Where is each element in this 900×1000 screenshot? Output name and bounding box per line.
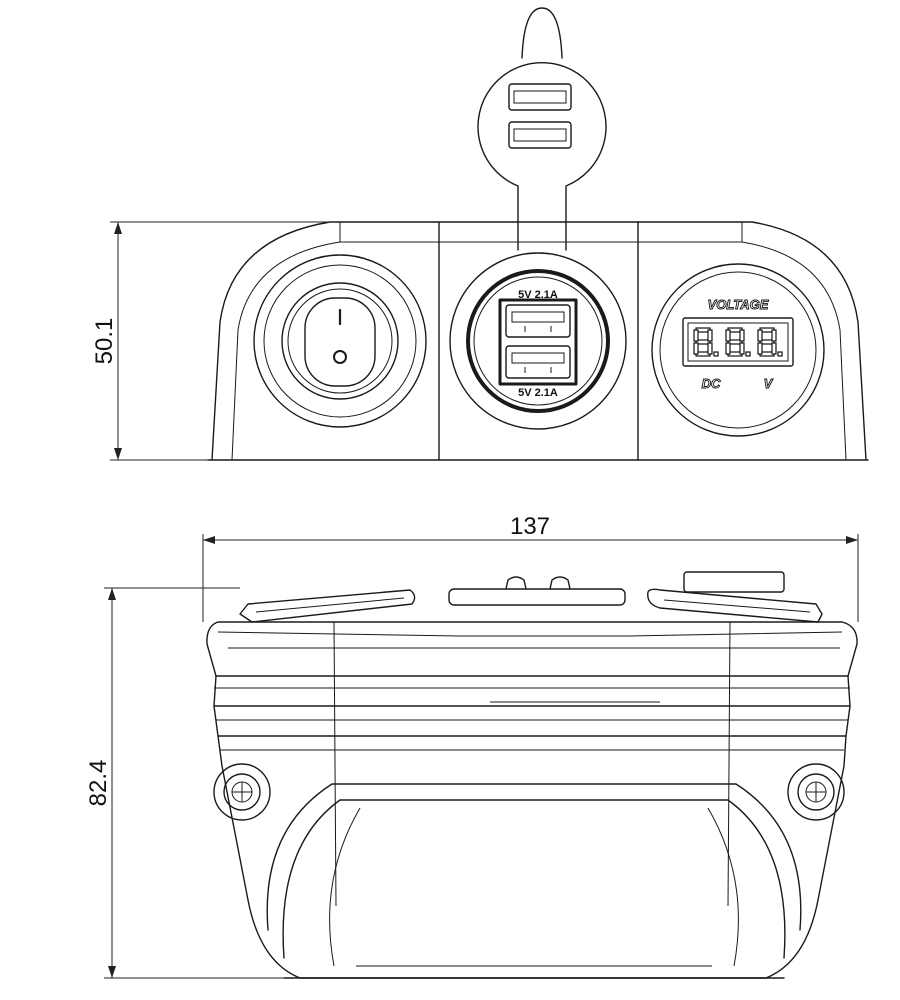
voltmeter-v-label: V — [764, 376, 774, 391]
dimension-depth: 82.4 — [85, 587, 284, 979]
display-segment — [693, 329, 699, 342]
display-decimal-point — [713, 351, 719, 357]
display-segment — [707, 342, 713, 355]
display-segment — [695, 339, 711, 345]
voltmeter-dc-label: DC — [702, 376, 721, 391]
display-segment — [707, 329, 713, 342]
rocker-switch — [253, 254, 427, 428]
display-segment — [739, 329, 745, 342]
display-segment — [759, 339, 775, 345]
display-segment — [727, 339, 743, 345]
display-segment — [757, 329, 763, 342]
dimension-width-value: 137 — [510, 513, 550, 540]
voltmeter: VOLTAGE DC V — [651, 263, 825, 437]
display-segment — [771, 329, 777, 342]
voltmeter-title: VOLTAGE — [708, 297, 769, 312]
dimension-width: 137 — [202, 513, 859, 622]
display-decimal-point — [745, 351, 751, 357]
usb-socket: 5V 2.1A 5V 2.1A — [449, 252, 627, 430]
display-segment — [693, 342, 699, 355]
mounting-recess — [266, 783, 802, 967]
screw-hole-right — [787, 763, 845, 821]
voltmeter-digits — [693, 327, 783, 357]
display-segment — [725, 329, 731, 342]
screw-hole-left — [213, 763, 271, 821]
display-segment — [757, 342, 763, 355]
display-segment — [739, 342, 745, 355]
usb-top-rating: 5V 2.1A — [518, 289, 558, 301]
dimension-height-front: 50.1 — [91, 221, 336, 461]
dimension-depth-value: 82.4 — [85, 760, 112, 807]
usb-dust-cap — [477, 7, 607, 251]
usb-bottom-rating: 5V 2.1A — [518, 387, 558, 399]
display-segment — [725, 342, 731, 355]
display-segment — [771, 342, 777, 355]
usb-port-bottom — [505, 345, 571, 379]
top-protrusions — [239, 571, 823, 623]
front-view: 5V 2.1A 5V 2.1A VOLTAGE DC V 50.1 — [91, 7, 869, 461]
dimension-height-front-value: 50.1 — [91, 318, 118, 365]
top-view: 137 — [85, 513, 859, 979]
switch-off-symbol — [333, 350, 347, 364]
usb-port-top — [505, 304, 571, 338]
display-decimal-point — [777, 351, 783, 357]
